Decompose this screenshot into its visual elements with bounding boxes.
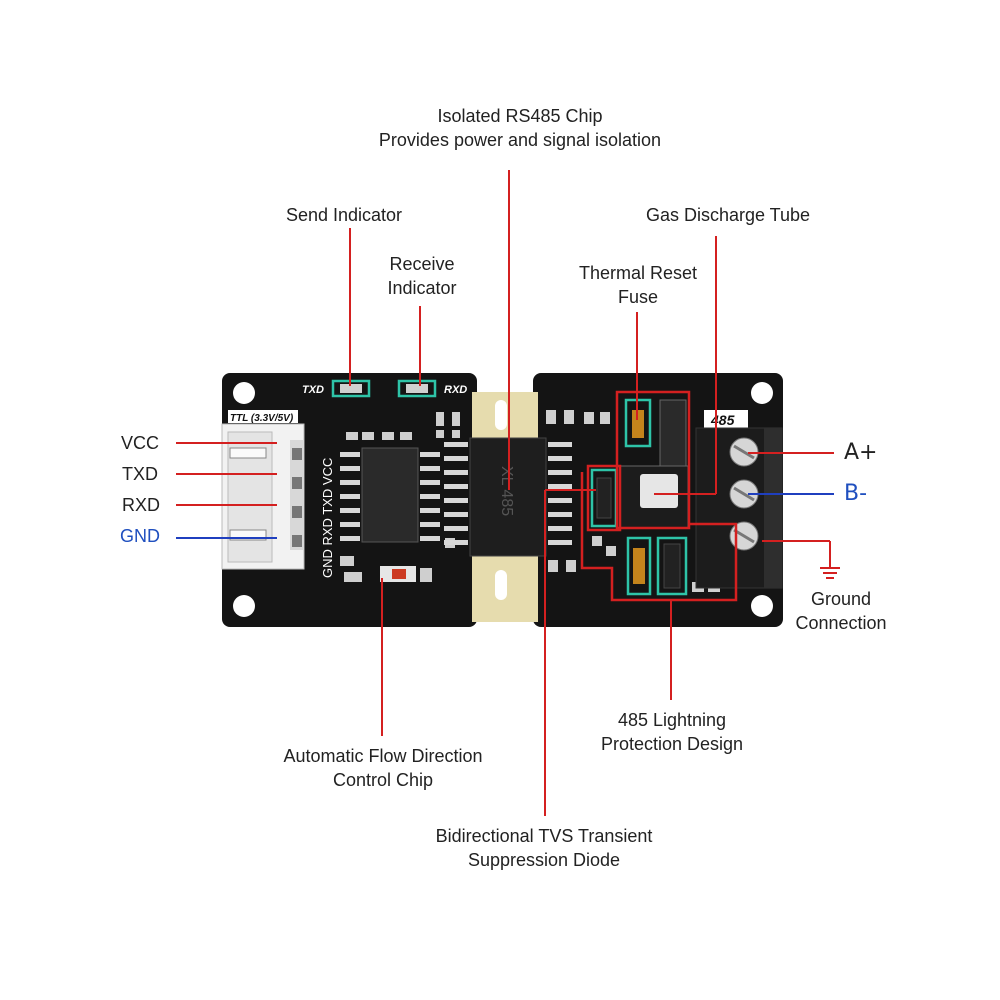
label-isolated-chip-line1: Isolated RS485 Chip	[437, 106, 603, 126]
gdt-body	[640, 474, 678, 508]
lower-fuse-highlight	[626, 536, 652, 596]
label-send-indicator: Send Indicator	[285, 205, 403, 225]
label-receive-line1: Receive	[389, 254, 455, 274]
flow-control-chip	[340, 447, 440, 543]
label-gas-discharge: Gas Discharge Tube	[645, 205, 811, 225]
silk-vertical-pins: GND RXD TXD VCC	[320, 458, 335, 578]
silk-485: 485	[710, 412, 735, 428]
silk-rxd: RXD	[444, 384, 467, 396]
ttl-connector	[221, 423, 305, 570]
receive-led-highlight	[397, 379, 437, 398]
label-lightning-line1: 485 Lightning	[617, 710, 727, 730]
pin-label-vcc: VCC	[121, 433, 160, 453]
label-lightning-line2: Protection Design	[600, 734, 744, 754]
terminal-label-b: B-	[844, 481, 868, 506]
label-isolated-chip: Isolated RS485 Chip Provides power and s…	[330, 104, 710, 152]
gas-discharge-tube	[659, 399, 687, 469]
silk-txd: TXD	[302, 384, 324, 396]
label-thermal-line1: Thermal Reset	[578, 263, 698, 283]
label-receive-line2: Indicator	[387, 278, 457, 298]
label-receive-indicator: Receive Indicator	[352, 252, 492, 300]
smd-components-left	[340, 412, 460, 582]
label-flow-line2: Control Chip	[332, 770, 434, 790]
terminal-label-a: A+	[844, 440, 878, 465]
label-flow-chip: Automatic Flow Direction Control Chip	[252, 744, 514, 792]
mounting-hole	[233, 382, 255, 404]
pin-label-gnd: GND	[120, 526, 160, 546]
label-ground: Ground Connection	[776, 587, 906, 635]
mounting-hole	[751, 595, 773, 617]
label-thermal-fuse: Thermal Reset Fuse	[548, 261, 728, 309]
label-thermal-line2: Fuse	[617, 287, 659, 307]
mounting-hole	[751, 382, 773, 404]
pin-label-txd: TXD	[122, 464, 158, 484]
label-tvs: Bidirectional TVS Transient Suppression …	[404, 824, 684, 872]
chip-marking: XL 485	[498, 466, 515, 516]
label-tvs-line1: Bidirectional TVS Transient	[435, 826, 653, 846]
receive-led	[406, 384, 428, 393]
pointer-lines-blue	[176, 493, 834, 539]
send-led	[340, 384, 362, 393]
mounting-hole	[233, 595, 255, 617]
silk-ttl: TTL (3.3V/5V)	[230, 413, 294, 424]
lower-tvs-highlight	[656, 536, 688, 596]
pointer-lines	[176, 170, 834, 816]
pin-label-rxd: RXD	[122, 495, 161, 515]
label-tvs-line2: Suppression Diode	[467, 850, 621, 870]
screw-terminal-block	[695, 427, 783, 589]
label-lightning: 485 Lightning Protection Design	[572, 708, 772, 756]
label-flow-line1: Automatic Flow Direction	[283, 746, 483, 766]
label-ground-line2: Connection	[795, 613, 887, 633]
ground-symbol	[820, 567, 840, 579]
label-ground-line1: Ground	[810, 589, 872, 609]
isolated-rs485-chip: XL 485	[444, 437, 572, 557]
thermal-fuse	[632, 410, 644, 438]
protection-outlines	[580, 390, 738, 602]
label-isolated-chip-line2: Provides power and signal isolation	[378, 130, 662, 150]
